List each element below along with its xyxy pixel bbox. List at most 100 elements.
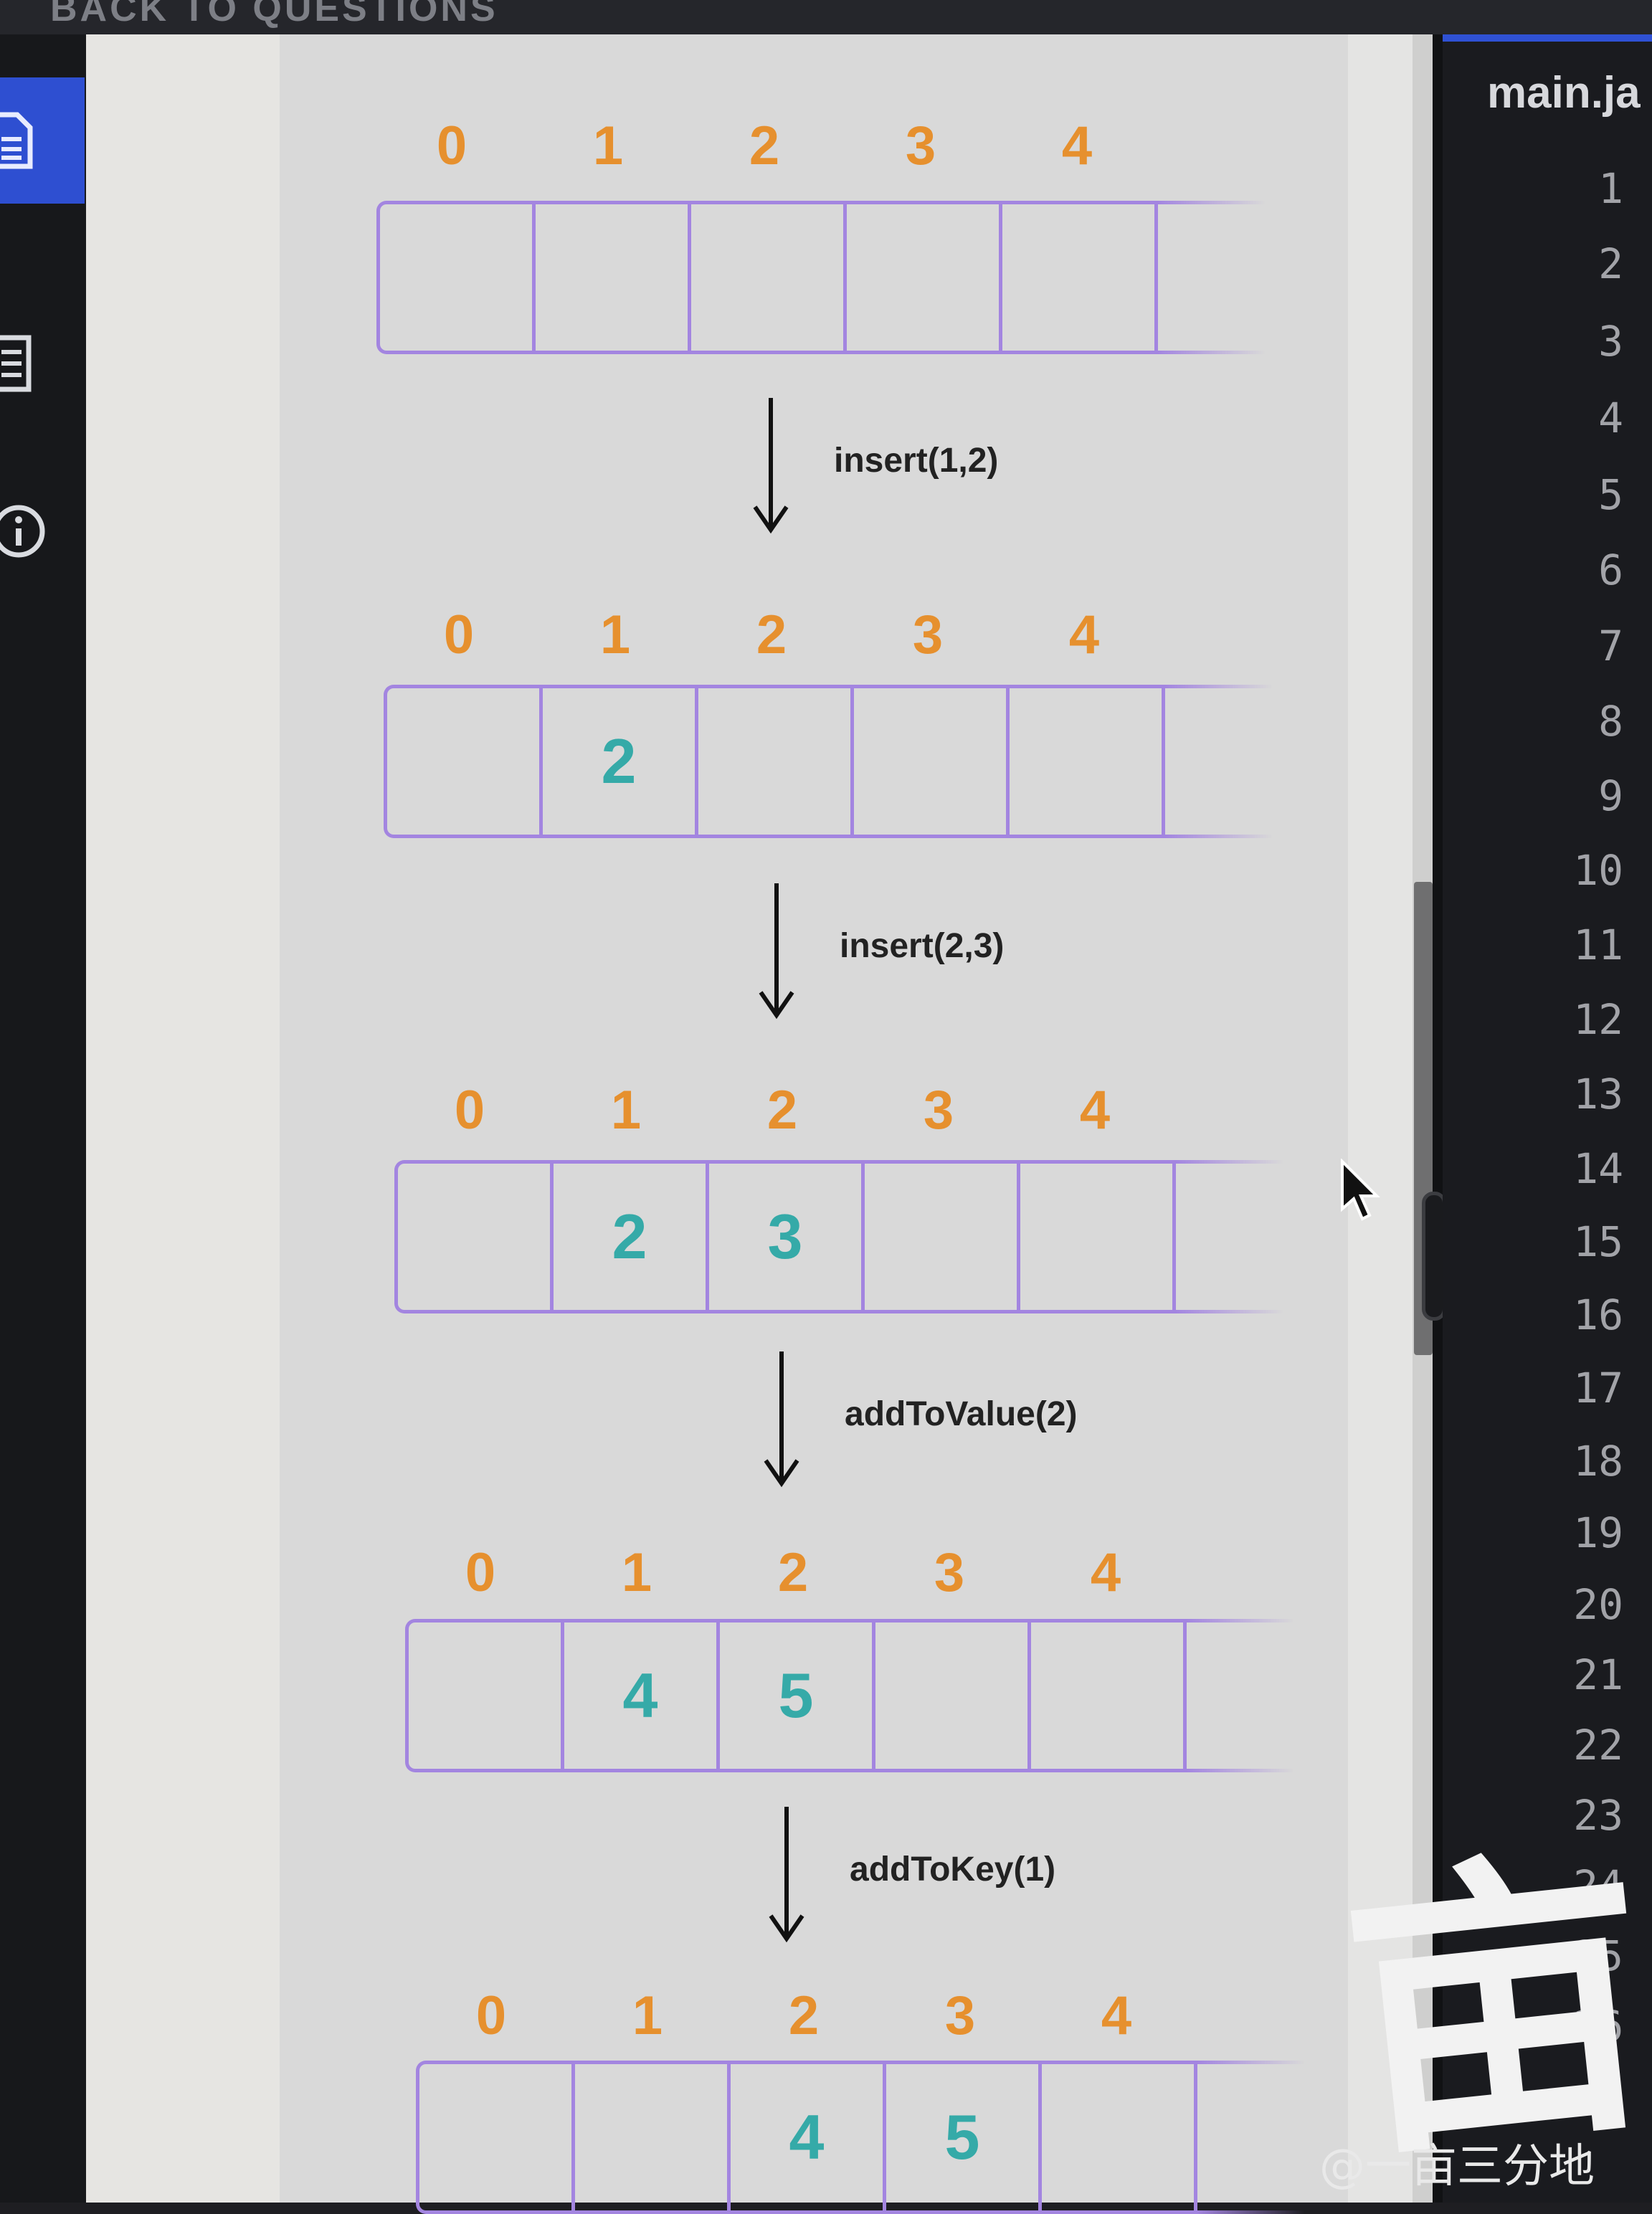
array-cell xyxy=(691,204,847,351)
line-number: 3 xyxy=(1598,317,1623,366)
panel-margin xyxy=(1348,34,1420,2203)
array-index-label: 0 xyxy=(465,1542,496,1603)
line-number: 1 xyxy=(1598,164,1623,213)
array-index-label: 0 xyxy=(475,1985,507,2046)
line-number: 12 xyxy=(1573,995,1623,1044)
line-number: 21 xyxy=(1573,1650,1623,1699)
array-index-label: 3 xyxy=(923,1080,954,1141)
down-arrow-icon xyxy=(769,1807,804,1943)
array-cell xyxy=(1031,1623,1187,1769)
top-bar: BACK TO QUESTIONS xyxy=(0,0,1652,34)
operation-label: addToKey(1) xyxy=(850,1850,1056,1888)
array-cell: 3 xyxy=(709,1164,865,1310)
array-cell xyxy=(380,204,536,351)
array-index-label: 3 xyxy=(912,604,944,665)
left-sidebar xyxy=(0,34,86,2203)
operation-label: insert(2,3) xyxy=(840,927,1005,965)
array-cell xyxy=(387,688,543,835)
array-cell: 5 xyxy=(886,2064,1042,2210)
editor-active-tab-indicator xyxy=(1443,34,1652,42)
array-index-label: 2 xyxy=(766,1080,798,1141)
array-index-label: 0 xyxy=(454,1080,485,1141)
array-cell xyxy=(854,688,1010,835)
array-index-label: 4 xyxy=(1101,1985,1132,2046)
operation-label: insert(1,2) xyxy=(834,442,999,480)
line-number: 15 xyxy=(1573,1217,1623,1266)
array-cell xyxy=(1002,204,1158,351)
line-number: 9 xyxy=(1598,771,1623,820)
array-index-label: 0 xyxy=(436,115,467,176)
array-index-label: 3 xyxy=(934,1542,965,1603)
array-cell xyxy=(1010,688,1165,835)
sidebar-description-tab[interactable] xyxy=(0,77,85,204)
array-cell: 4 xyxy=(731,2064,886,2210)
document-icon xyxy=(0,112,33,169)
array-index-label: 3 xyxy=(905,115,936,176)
array-continuation xyxy=(1158,201,1266,354)
array-index-label: 4 xyxy=(1061,115,1093,176)
array-index-label: 4 xyxy=(1068,604,1100,665)
left-gutter xyxy=(86,34,280,2203)
array-continuation xyxy=(1197,2061,1305,2214)
line-number: 16 xyxy=(1573,1291,1623,1339)
array-index-label: 1 xyxy=(610,1080,642,1141)
array-index-label: 2 xyxy=(788,1985,820,2046)
array-cell xyxy=(575,2064,731,2210)
array-cell xyxy=(1020,1164,1176,1310)
line-number: 24 xyxy=(1573,1861,1623,1910)
array-cell xyxy=(398,1164,554,1310)
line-number: 10 xyxy=(1573,846,1623,895)
array-index-label: 2 xyxy=(777,1542,809,1603)
line-number: 7 xyxy=(1598,622,1623,670)
array-index-label: 1 xyxy=(599,604,631,665)
list-icon xyxy=(0,335,32,392)
array-cell xyxy=(875,1623,1031,1769)
watermark-logo: 亩 xyxy=(1330,1815,1652,2199)
array-continuation xyxy=(1165,685,1273,838)
line-number: 11 xyxy=(1573,921,1623,969)
array-cell: 2 xyxy=(554,1164,709,1310)
array-cell xyxy=(698,688,854,835)
array-index-label: 4 xyxy=(1090,1542,1121,1603)
problem-description-panel xyxy=(280,34,1348,2203)
info-icon xyxy=(0,505,45,558)
down-arrow-icon xyxy=(759,883,794,1020)
array-cell xyxy=(865,1164,1020,1310)
array-index-label: 1 xyxy=(592,115,624,176)
line-number: 17 xyxy=(1573,1364,1623,1412)
line-number: 5 xyxy=(1598,470,1623,519)
sidebar-info-tab[interactable] xyxy=(0,489,85,574)
array-index-label: 2 xyxy=(756,604,787,665)
mouse-pointer-icon xyxy=(1341,1159,1380,1221)
sidebar-notes-tab[interactable] xyxy=(0,321,85,406)
array-cell xyxy=(1042,2064,1197,2210)
array-cell xyxy=(847,204,1002,351)
array-index-label: 1 xyxy=(632,1985,663,2046)
array-cell xyxy=(419,2064,575,2210)
line-number: 2 xyxy=(1598,239,1623,288)
back-to-questions-link[interactable]: BACK TO QUESTIONS xyxy=(50,0,498,29)
line-number: 19 xyxy=(1573,1509,1623,1557)
operation-label: addToValue(2) xyxy=(845,1395,1078,1433)
array-continuation xyxy=(1176,1160,1283,1313)
line-number: 4 xyxy=(1598,394,1623,442)
line-number: 26 xyxy=(1573,2002,1623,2051)
array-index-label: 0 xyxy=(443,604,475,665)
array-continuation xyxy=(1187,1619,1294,1772)
panel-divider[interactable] xyxy=(1433,34,1443,2203)
line-number: 8 xyxy=(1598,697,1623,746)
array-cell: 4 xyxy=(564,1623,720,1769)
array-index-label: 2 xyxy=(749,115,780,176)
file-tab-main[interactable]: main.ja xyxy=(1487,68,1641,118)
array-index-label: 4 xyxy=(1079,1080,1111,1141)
array-index-label: 3 xyxy=(944,1985,976,2046)
line-number: 20 xyxy=(1573,1580,1623,1629)
down-arrow-icon xyxy=(764,1351,799,1488)
line-number: 25 xyxy=(1573,1932,1623,1980)
array-cell: 2 xyxy=(543,688,698,835)
down-arrow-icon xyxy=(753,398,789,534)
